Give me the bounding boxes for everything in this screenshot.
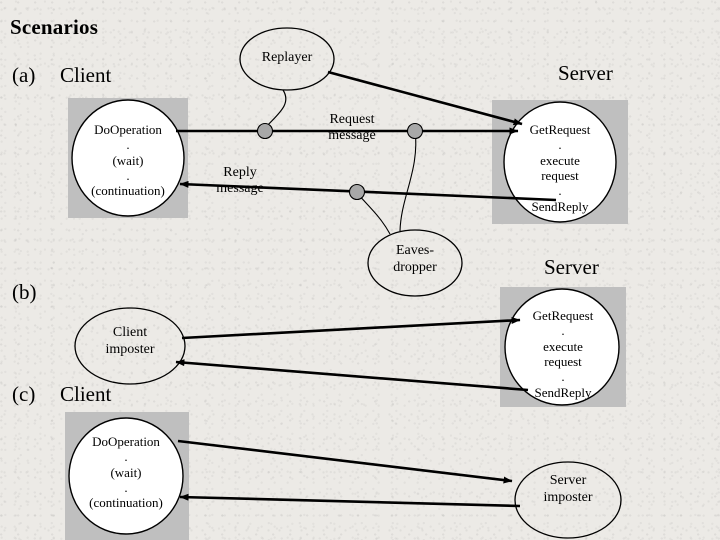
client-a-circle xyxy=(71,99,185,217)
section-c-client-label: Client xyxy=(60,382,112,406)
reply-message-label: Reply message xyxy=(198,165,282,197)
client-c-line-3: (wait) xyxy=(110,464,142,480)
client-c-circle xyxy=(68,417,184,535)
client-a-node-text: DoOperation . (wait) . (continuation) xyxy=(68,122,188,199)
client-c-line-4: . xyxy=(124,479,128,495)
client-c-line-5: (continuation) xyxy=(89,495,163,511)
server-a-line-5: . xyxy=(558,183,562,199)
reply-message-line-1: Reply xyxy=(223,165,257,180)
server-b-line-2: . xyxy=(561,323,565,339)
section-b-server-label: Server xyxy=(544,255,599,279)
eavesdropper-ellipse xyxy=(367,229,463,297)
section-letter-c: (c) xyxy=(12,382,36,406)
server-b-circle xyxy=(504,288,620,406)
request-tap-node-right xyxy=(406,122,424,140)
section-letter-a: (a) xyxy=(12,63,36,87)
eavesdropper-tap-request xyxy=(399,128,417,232)
section-a-client-label: Client xyxy=(60,63,112,87)
eavesdropper-line-2: dropper xyxy=(393,259,437,275)
server-b-line-3: execute xyxy=(543,338,583,354)
server-b-line-6: SendReply xyxy=(534,384,592,400)
server-a-line-6: SendReply xyxy=(531,198,589,214)
replayer-tap-curve xyxy=(265,89,287,128)
imposter-request-arrow xyxy=(181,316,521,340)
client-imposter-line-1: Client xyxy=(112,325,148,340)
reply-message-line xyxy=(179,180,557,202)
page-title: Scenarios xyxy=(10,15,99,39)
server-a-circle xyxy=(503,101,617,223)
replayer-inject-arrow xyxy=(327,70,523,126)
client-c-line-1: DoOperation xyxy=(92,434,160,449)
client-imposter-node-text: Client imposter xyxy=(80,325,180,358)
reply-message-line-2: message xyxy=(216,181,264,197)
client-a-line-1: DoOperation xyxy=(94,122,162,137)
server-b-line-4: request xyxy=(544,353,582,369)
server-b-node-text: GetRequest . execute request . SendReply xyxy=(503,308,623,400)
server-a-line-4: request xyxy=(541,167,579,183)
server-imposter-node-text: Server imposter xyxy=(518,473,618,506)
server-imposter-ellipse xyxy=(514,461,622,539)
imposter-reply-arrow xyxy=(175,359,529,392)
section-a-server-label: Server xyxy=(558,61,613,85)
server-a-line-3: execute xyxy=(540,152,580,168)
request-message-label: Request message xyxy=(307,112,397,144)
replayer-ellipse xyxy=(239,27,335,91)
section-letter-b: (b) xyxy=(12,280,37,304)
client-c-node-text: DoOperation . (wait) . (continuation) xyxy=(66,434,186,511)
client-a-line-5: (continuation) xyxy=(91,183,165,199)
server-b-line-5: . xyxy=(561,369,565,385)
client-a-line-2: . xyxy=(126,137,130,153)
eavesdropper-tap-reply xyxy=(357,193,391,235)
eavesdropper-node-text: Eaves- dropper xyxy=(365,243,465,276)
client-c-reply-arrow xyxy=(179,493,521,508)
reply-tap-node xyxy=(348,183,366,201)
request-message-line-2: message xyxy=(328,128,376,144)
eavesdropper-line-1: Eaves- xyxy=(395,243,435,258)
request-message-line-1: Request xyxy=(329,112,375,127)
server-a-line-2: . xyxy=(558,137,562,153)
client-a-line-4: . xyxy=(126,167,130,183)
server-b-line-1: GetRequest xyxy=(532,308,594,323)
client-imposter-line-2: imposter xyxy=(105,341,155,357)
client-c-line-2: . xyxy=(124,449,128,465)
replayer-node-text: Replayer xyxy=(237,50,337,67)
client-a-line-3: (wait) xyxy=(112,152,144,168)
server-a-node-text: GetRequest . execute request . SendReply xyxy=(500,122,620,214)
server-imposter-line-2: imposter xyxy=(543,489,593,505)
server-a-line-1: GetRequest xyxy=(529,122,591,137)
replayer-label: Replayer xyxy=(261,50,313,65)
server-imposter-line-1: Server xyxy=(549,473,587,488)
client-c-request-arrow xyxy=(177,439,513,484)
request-tap-node-left xyxy=(256,122,274,140)
client-imposter-ellipse xyxy=(74,307,186,385)
